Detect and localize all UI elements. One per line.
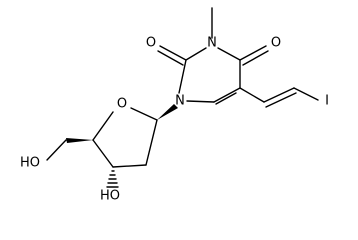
- bond-c2-c1: [145, 119, 158, 166]
- bond-c2-n3: [185, 47, 207, 61]
- carbonyl-c4: [239, 45, 269, 66]
- iodovinyl-chain: [239, 87, 319, 108]
- sugar-ring: [92, 107, 158, 168]
- bond-vinyl-iodine: [293, 87, 319, 101]
- atom-n3: N: [207, 36, 217, 51]
- bond-c5-c6-double: [215, 92, 237, 105]
- atom-n1: N: [175, 94, 185, 109]
- bond-c2-o: [159, 45, 187, 61]
- wedge-c4-c5: [66, 138, 93, 143]
- bond-c4-c3: [92, 139, 114, 168]
- bond-c5-c6: [213, 87, 241, 103]
- bond-n3-c4: [217, 47, 241, 61]
- wedge-c1-n1: [157, 104, 178, 120]
- bond-c4-o: [239, 45, 267, 61]
- atom-o-c4: O: [271, 36, 281, 51]
- bond-c4-o-double: [242, 50, 269, 66]
- bond-vinyl-double: [263, 87, 295, 103]
- pyrimidine-ring: [178, 47, 241, 105]
- molecule-structure-diagram: O N O N O I HO HO: [20, 7, 329, 204]
- bond-n1-c2: [178, 59, 187, 94]
- atom-ho-5prime: HO: [20, 156, 40, 171]
- bond-o4-c4: [92, 111, 114, 141]
- bond-vinyl-double-inner: [265, 92, 297, 108]
- atom-iodine: I: [325, 94, 329, 109]
- bond-c3-c2: [112, 164, 147, 168]
- atom-o-ring: O: [117, 97, 127, 112]
- bond-c1-o4: [130, 107, 158, 121]
- atom-o-c2: O: [146, 36, 156, 51]
- bond-c5-o5: [46, 139, 67, 161]
- carbonyl-c2: [157, 45, 187, 66]
- bond-c6-n1: [186, 100, 215, 103]
- bond-c5-vinyl: [239, 87, 265, 103]
- atom-ho-3prime: HO: [100, 189, 120, 204]
- bond-c2-o-double: [157, 50, 184, 66]
- hashed-wedge-c3-o3: [106, 170, 119, 188]
